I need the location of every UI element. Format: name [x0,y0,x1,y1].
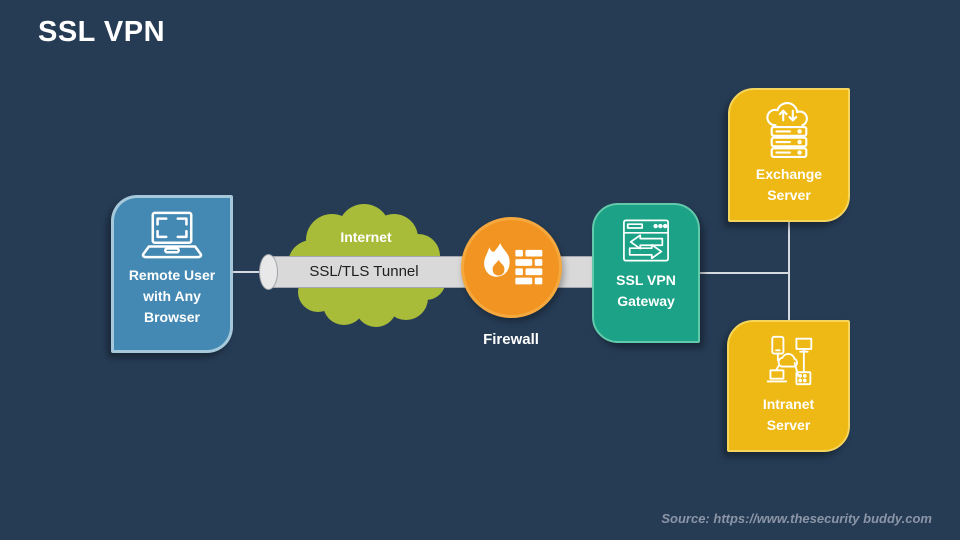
connector-remote-to-tunnel [232,271,264,273]
page-title: SSL VPN [38,16,166,48]
source-credit: Source: https://www.thesecurity buddy.co… [661,511,932,526]
ssl-vpn-gateway-label: SSL VPN Gateway [616,272,676,309]
node-firewall [461,217,562,318]
node-ssl-vpn-gateway: SSL VPN Gateway [592,203,700,343]
firewall-label: Firewall [483,331,539,348]
browser-sync-icon [623,219,669,262]
connector-gateway-to-servers [700,272,789,274]
cloud-servers-icon [766,102,808,158]
laptop-icon [141,211,203,259]
node-remote-user: Remote User with Any Browser [111,195,233,353]
network-devices-icon [766,335,812,386]
flame-bricks-icon [483,243,542,285]
node-intranet-server: Intranet Server [727,320,850,452]
ssl-tunnel-label: SSL/TLS Tunnel [309,263,419,280]
remote-user-label: Remote User with Any Browser [128,267,216,325]
internet-label: Internet [340,229,392,245]
node-exchange-server: Exchange Server [728,88,850,222]
exchange-server-label: Exchange Server [755,166,823,203]
intranet-server-label: Intranet Server [762,396,815,433]
ssl-tunnel-cap [259,254,278,290]
connector-servers-vertical [788,222,790,320]
